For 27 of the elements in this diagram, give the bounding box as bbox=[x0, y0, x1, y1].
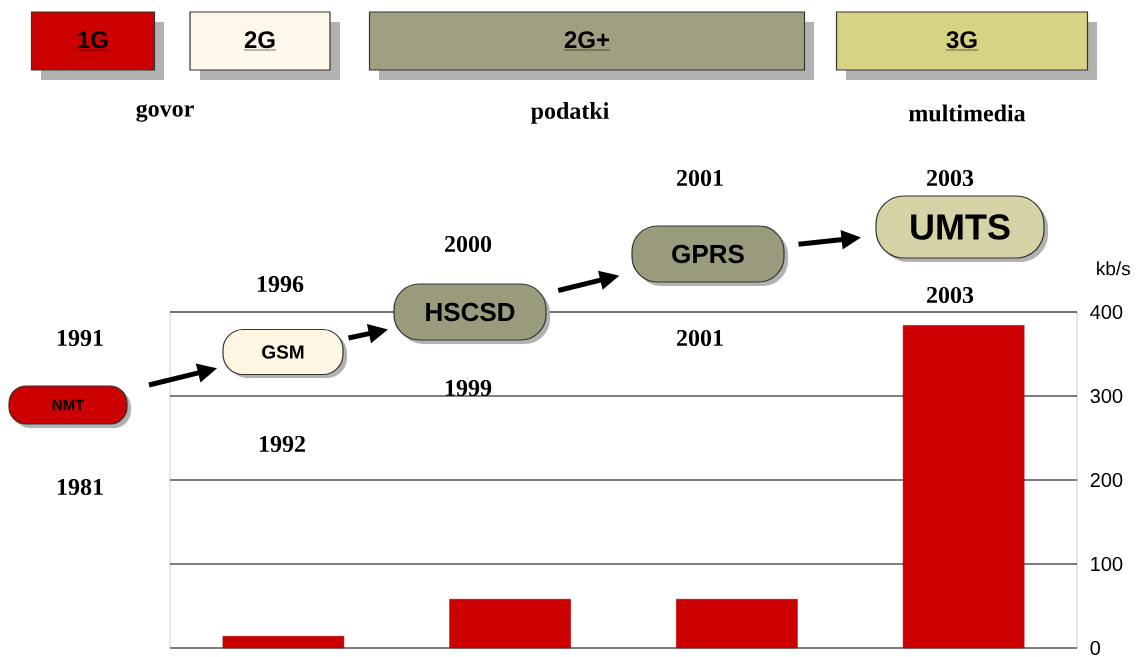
year-label: 1981 bbox=[57, 478, 103, 496]
category-label: govor bbox=[136, 104, 194, 122]
year-label: 2003 bbox=[927, 169, 974, 187]
bar bbox=[902, 325, 1025, 649]
bar bbox=[676, 599, 798, 649]
y-axis-title: kb/s bbox=[1097, 261, 1131, 276]
category-label: multimedia bbox=[909, 104, 1026, 122]
generation-band: 2G bbox=[189, 11, 340, 80]
y-tick-label: 0 bbox=[1090, 640, 1101, 656]
category-label: podatki bbox=[530, 102, 609, 124]
y-tick-label: 400 bbox=[1090, 304, 1123, 320]
year-label: 2000 bbox=[445, 235, 492, 253]
y-tick-label: 300 bbox=[1090, 388, 1123, 404]
y-tick-label: 100 bbox=[1091, 556, 1123, 572]
year-label: 2003 bbox=[927, 286, 974, 304]
year-label: 1999 bbox=[445, 379, 492, 397]
year-label: 2001 bbox=[677, 169, 723, 187]
bar bbox=[222, 635, 345, 649]
generation-band: 2G+ bbox=[368, 11, 814, 80]
year-label: 1992 bbox=[259, 435, 305, 453]
year-label: 1991 bbox=[57, 329, 103, 347]
y-tick-label: 200 bbox=[1090, 472, 1123, 488]
generation-band: 3G bbox=[835, 11, 1097, 80]
year-label: 2001 bbox=[677, 329, 723, 347]
generation-band: 1G bbox=[30, 11, 164, 80]
bar bbox=[449, 599, 571, 649]
year-label: 1996 bbox=[257, 275, 304, 293]
